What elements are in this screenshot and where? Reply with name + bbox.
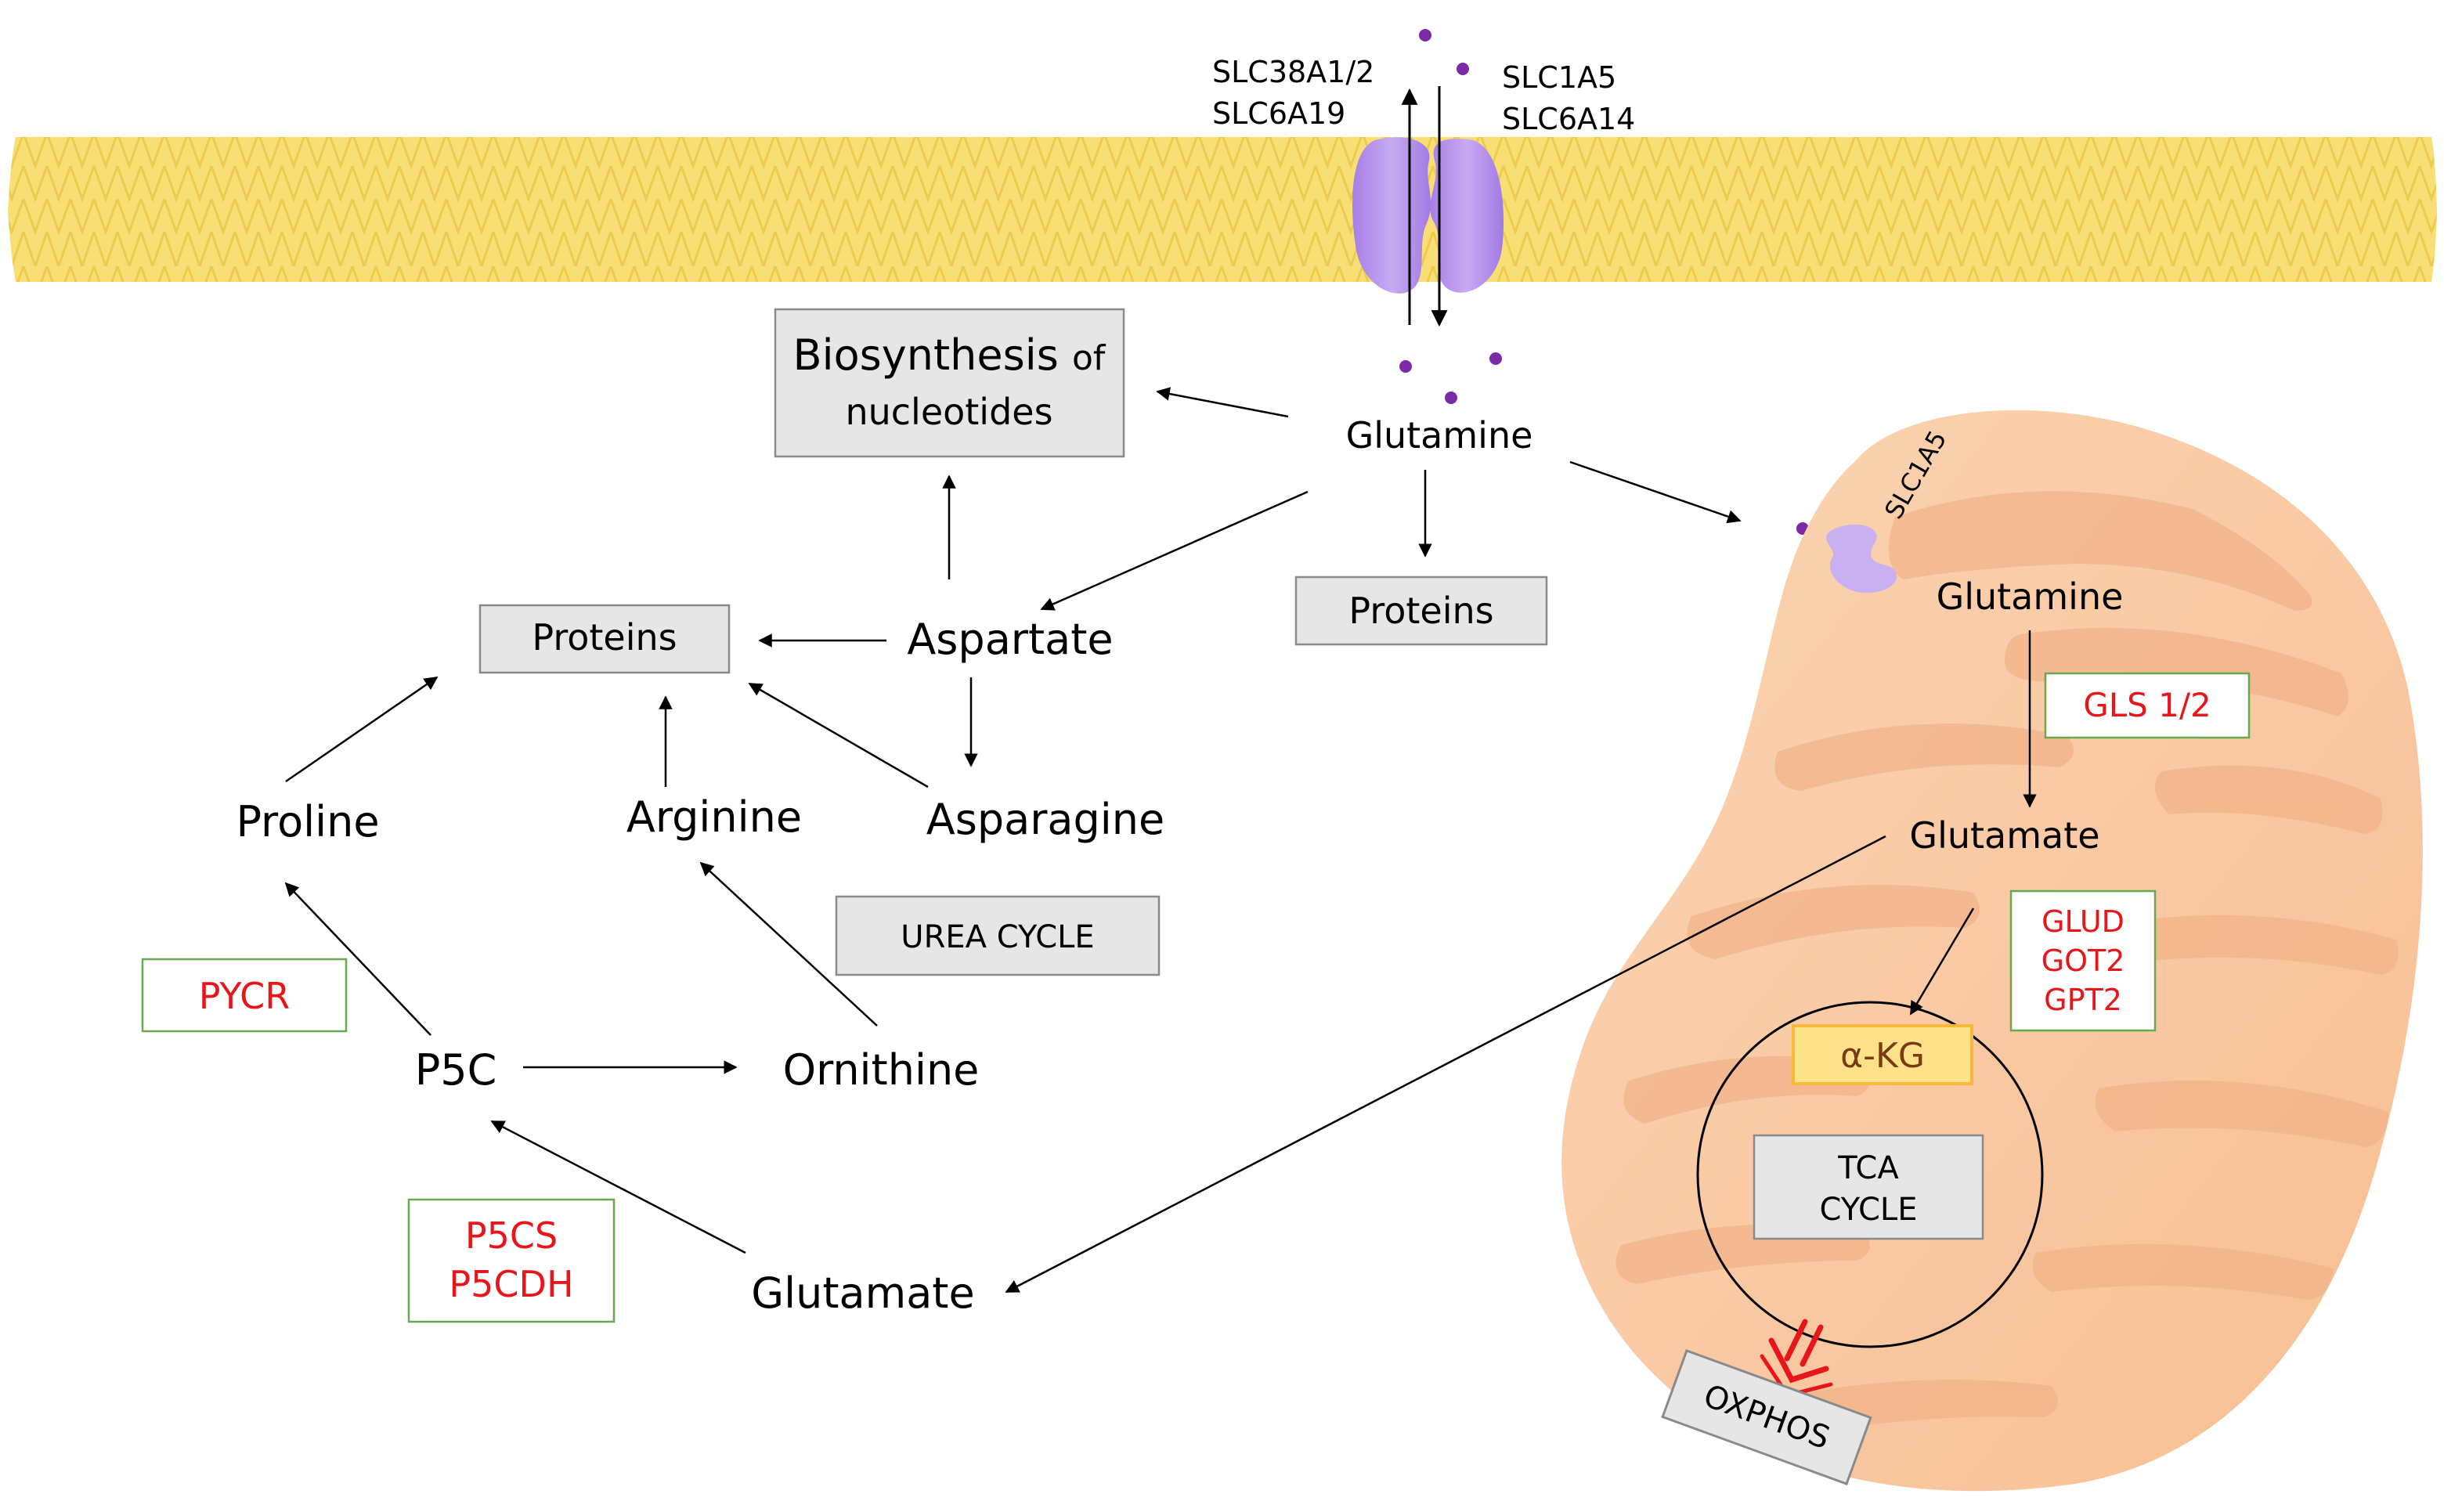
- mitochondrial-transporter-icon: [1826, 524, 1897, 594]
- transporter-label-slc6a14: SLC6A14: [1502, 102, 1635, 136]
- proteins-left-label: Proteins: [532, 616, 677, 659]
- pycr-enzyme-box: [141, 958, 348, 1033]
- asparagine-label: Asparagine: [926, 795, 1164, 844]
- transporter-label-slc38a1: SLC38A1/2: [1212, 55, 1374, 89]
- biosynthesis-title: Biosynthesis of: [793, 330, 1106, 380]
- urea-cycle-label: UREA CYCLE: [901, 919, 1094, 955]
- glutamate-cytosol-label: Glutamate: [751, 1268, 974, 1318]
- tca-cycle-circle: [1696, 1001, 2044, 1348]
- plasma-membrane-transporter-icon: [1352, 137, 1504, 294]
- got2-label: GOT2: [2041, 944, 2125, 978]
- oxphos-box: [1661, 1349, 1872, 1485]
- p5c-label: P5C: [415, 1045, 497, 1095]
- akg-label: α-KG: [1840, 1036, 1925, 1076]
- gls-enzyme-box: [2044, 672, 2251, 739]
- tca-line1-label: TCA: [1837, 1150, 1899, 1186]
- akg-box: [1792, 1024, 1973, 1085]
- proline-label: Proline: [236, 797, 379, 846]
- proteins-center-label: Proteins: [1348, 590, 1493, 632]
- pycr-label: PYCR: [199, 975, 290, 1017]
- tca-cycle-box: [1753, 1134, 1984, 1240]
- gls-label: GLS 1/2: [2083, 686, 2211, 724]
- p5cs-enzyme-box: [407, 1198, 616, 1323]
- proteins-box-left: [478, 604, 731, 674]
- ornithine-label: Ornithine: [783, 1045, 980, 1095]
- urea-cycle-box: [835, 895, 1161, 976]
- mito-arrows: [1005, 630, 2037, 1294]
- glud-label: GLUD: [2041, 904, 2125, 939]
- mitochondrion: [1561, 410, 2423, 1492]
- oxphos-box-group: OXPHOS: [1661, 1349, 1872, 1485]
- glutamate-mito-label: Glutamate: [1909, 814, 2099, 857]
- cytosol-arrows: [284, 387, 1742, 1254]
- glutamine-cytosol-label: Glutamine: [1346, 414, 1533, 456]
- transporter-label-slc1a5: SLC1A5: [1502, 60, 1616, 95]
- glud-got2-gpt2-enzyme-box: [2009, 890, 2157, 1032]
- cell-membrane: [8, 137, 2437, 282]
- aspartate-label: Aspartate: [907, 615, 1113, 664]
- p5cdh-label: P5CDH: [449, 1263, 573, 1305]
- biosynthesis-box: [774, 308, 1125, 458]
- glutamine-mito-label: Glutamine: [1937, 576, 2124, 618]
- tca-line2-label: CYCLE: [1820, 1192, 1918, 1228]
- biosynthesis-subtitle: nucleotides: [845, 391, 1052, 433]
- arginine-label: Arginine: [626, 792, 802, 842]
- proteins-box-center: [1294, 576, 1548, 646]
- transporter-label-slc6a19: SLC6A19: [1212, 96, 1345, 131]
- gpt2-label: GPT2: [2044, 983, 2122, 1017]
- p5cs-label: P5CS: [465, 1214, 558, 1257]
